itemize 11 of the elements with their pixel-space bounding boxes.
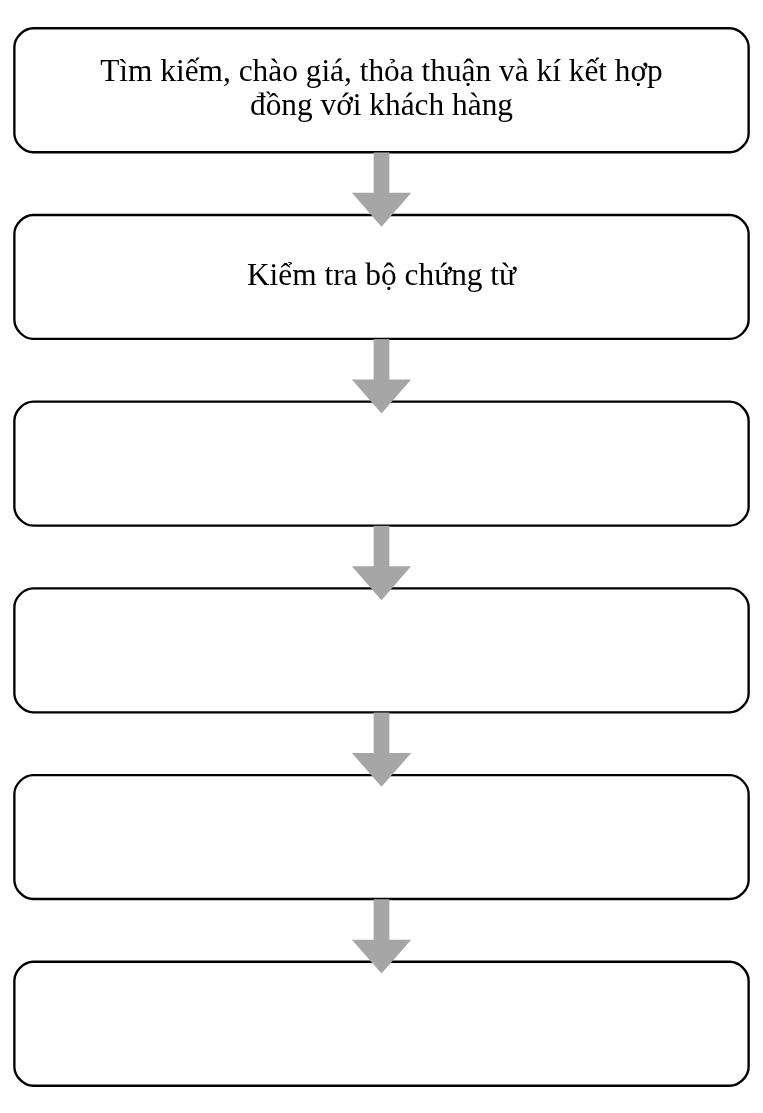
arrow — [351, 338, 412, 413]
arrow — [351, 712, 412, 787]
arrow — [351, 898, 412, 974]
node-box: Kiểm tra bộ chứng từ — [13, 213, 750, 340]
node-box: Tìm kiếm, chào giá, thỏa thuận và kí kết hợp đồng với khách hàng — [13, 26, 750, 153]
node-box — [13, 400, 750, 527]
node-box — [13, 960, 750, 1087]
arrow — [351, 525, 412, 600]
arrow — [351, 151, 412, 227]
node-box — [13, 773, 750, 900]
node-box — [13, 586, 750, 713]
